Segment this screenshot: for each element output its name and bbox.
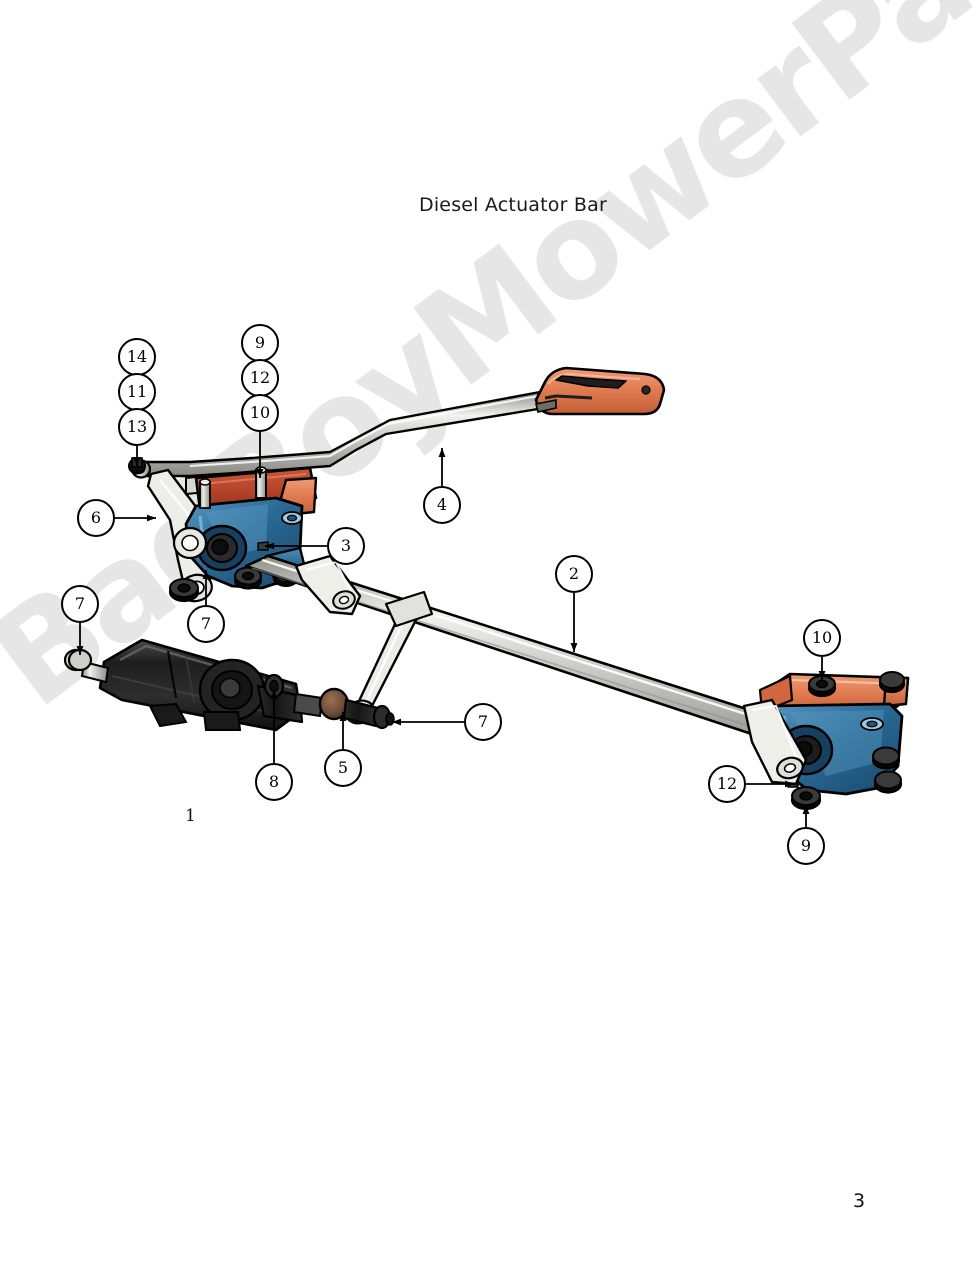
callout-number: 13 (126, 417, 148, 436)
callout-balloon-13[interactable]: 13 (118, 408, 156, 446)
callout-balloon-4[interactable]: 4 (423, 486, 461, 524)
part-upper-linkage-bracket (294, 554, 362, 616)
page-number: 3 (853, 1190, 866, 1212)
callout-balloon-12[interactable]: 12 (708, 765, 746, 803)
callout-balloon-5[interactable]: 5 (324, 749, 362, 787)
part-right-hardware (790, 671, 906, 811)
callout-number: 14 (126, 347, 148, 366)
callout-balloon-10[interactable]: 10 (241, 394, 279, 432)
callout-number: 3 (340, 536, 352, 555)
callout-number: 7 (477, 712, 489, 731)
part-actuator-linkage-arm (345, 590, 434, 725)
callout-balloon-9[interactable]: 9 (787, 827, 825, 865)
callout-balloon-7[interactable]: 7 (464, 703, 502, 741)
callout-number: 9 (800, 836, 812, 855)
part-left-vertical-bolts (199, 466, 267, 509)
callout-balloon-6[interactable]: 6 (77, 499, 115, 537)
part-left-bar-hardware (128, 457, 146, 475)
callout-number: 4 (436, 495, 448, 514)
part-upper-control-bar (130, 366, 666, 479)
callout-balloon-10[interactable]: 10 (803, 619, 841, 657)
part-right-link-arm (742, 698, 808, 786)
callout-number: 12 (249, 368, 271, 387)
callout-number: 5 (337, 758, 349, 777)
callout-number: 9 (254, 333, 266, 352)
part-clevis-pin-left (67, 648, 93, 672)
callout-number: 7 (74, 594, 86, 613)
part-right-mount-bracket (758, 672, 910, 796)
callout-number: 10 (811, 628, 833, 647)
callout-number: 10 (249, 403, 271, 422)
callout-number: 11 (126, 382, 148, 401)
callout-number: 7 (200, 614, 212, 633)
callout-balloon-3[interactable]: 3 (327, 527, 365, 565)
callout-balloon-14[interactable]: 14 (118, 338, 156, 376)
callout-number: 8 (268, 772, 280, 791)
part-linear-actuator-cylinder (63, 638, 395, 732)
callout-balloon-12[interactable]: 12 (241, 359, 279, 397)
callout-balloon-2[interactable]: 2 (555, 555, 593, 593)
page-title: Diesel Actuator Bar (419, 194, 607, 216)
callout-balloon-7[interactable]: 7 (187, 605, 225, 643)
callout-number: 2 (568, 564, 580, 583)
callout-balloon-7[interactable]: 7 (61, 585, 99, 623)
part-label-1: 1 (185, 806, 196, 826)
callout-number: 12 (716, 774, 738, 793)
callout-balloon-8[interactable]: 8 (255, 763, 293, 801)
callout-balloon-9[interactable]: 9 (241, 324, 279, 362)
callout-number: 6 (90, 508, 102, 527)
callout-balloon-11[interactable]: 11 (118, 373, 156, 411)
